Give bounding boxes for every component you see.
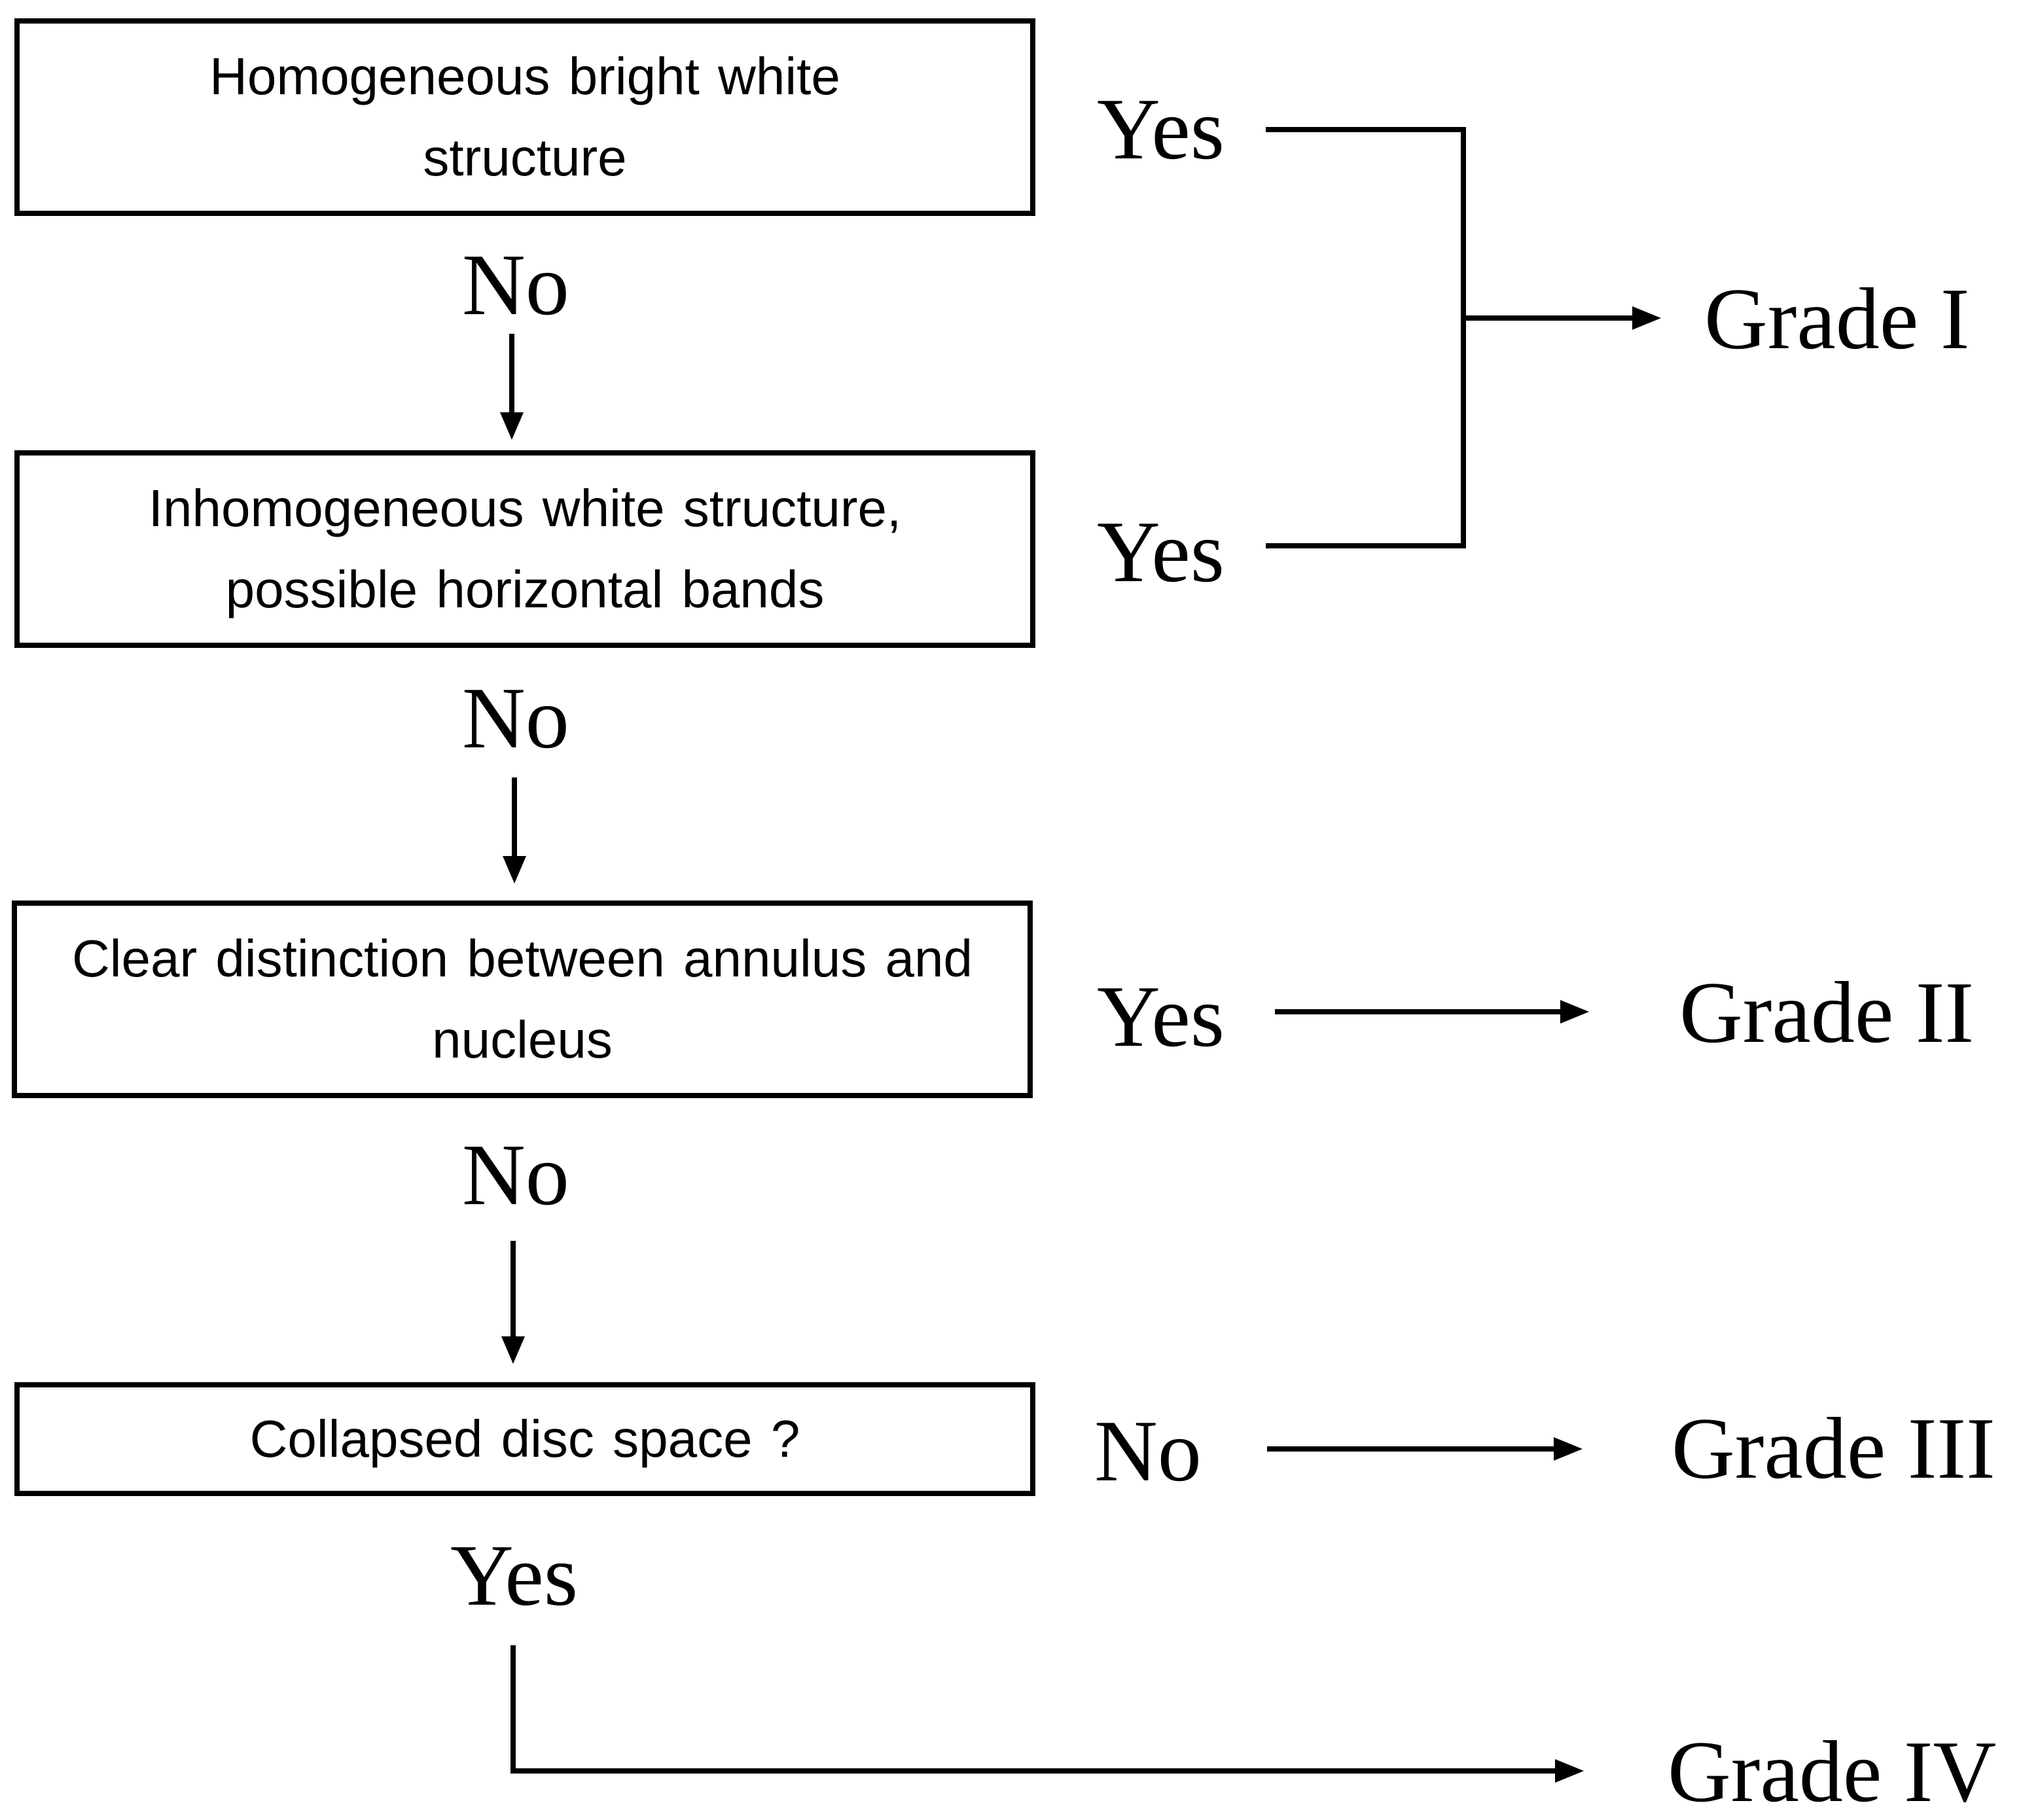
label-q3-no: No — [462, 1126, 569, 1223]
node-clear-distinction: Clear distinction between annulus and nu… — [12, 901, 1033, 1098]
node-q3-text: Clear distinction between annulus and nu… — [72, 929, 973, 1069]
outcome-grade-2: Grade II — [1679, 964, 1975, 1061]
arrow-q3-to-q4 — [501, 1241, 525, 1364]
label-q1-yes: Yes — [1097, 80, 1225, 177]
arrow-q1-to-q2 — [500, 334, 524, 440]
label-q1-no: No — [462, 236, 569, 333]
outcome-grade-3: Grade III — [1672, 1400, 1995, 1497]
arrow-to-grade-2 — [1275, 1000, 1589, 1024]
arrow-to-grade-3 — [1267, 1437, 1583, 1461]
node-inhomogeneous-white: Inhomogeneous white structure, possible … — [14, 450, 1035, 648]
arrow-to-grade-4 — [510, 1645, 1584, 1783]
bracket-to-grade-1 — [1266, 127, 1661, 548]
node-q1-text: Homogeneous bright white structure — [209, 47, 840, 187]
node-collapsed-disc-space: Collapsed disc space ? — [14, 1382, 1035, 1496]
node-q2-text: Inhomogeneous white structure, possible … — [148, 479, 902, 618]
label-q3-yes: Yes — [1097, 968, 1225, 1065]
label-q2-yes: Yes — [1097, 503, 1225, 600]
node-homogeneous-bright-white: Homogeneous bright white structure — [14, 18, 1035, 216]
outcome-grade-1: Grade I — [1704, 270, 1970, 367]
label-q4-no: No — [1094, 1402, 1202, 1499]
label-q4-yes: Yes — [450, 1527, 578, 1624]
outcome-grade-4: Grade IV — [1668, 1723, 1997, 1820]
label-q2-no: No — [462, 669, 569, 766]
node-q4-text: Collapsed disc space ? — [249, 1410, 800, 1468]
arrow-q2-to-q3 — [503, 777, 526, 883]
